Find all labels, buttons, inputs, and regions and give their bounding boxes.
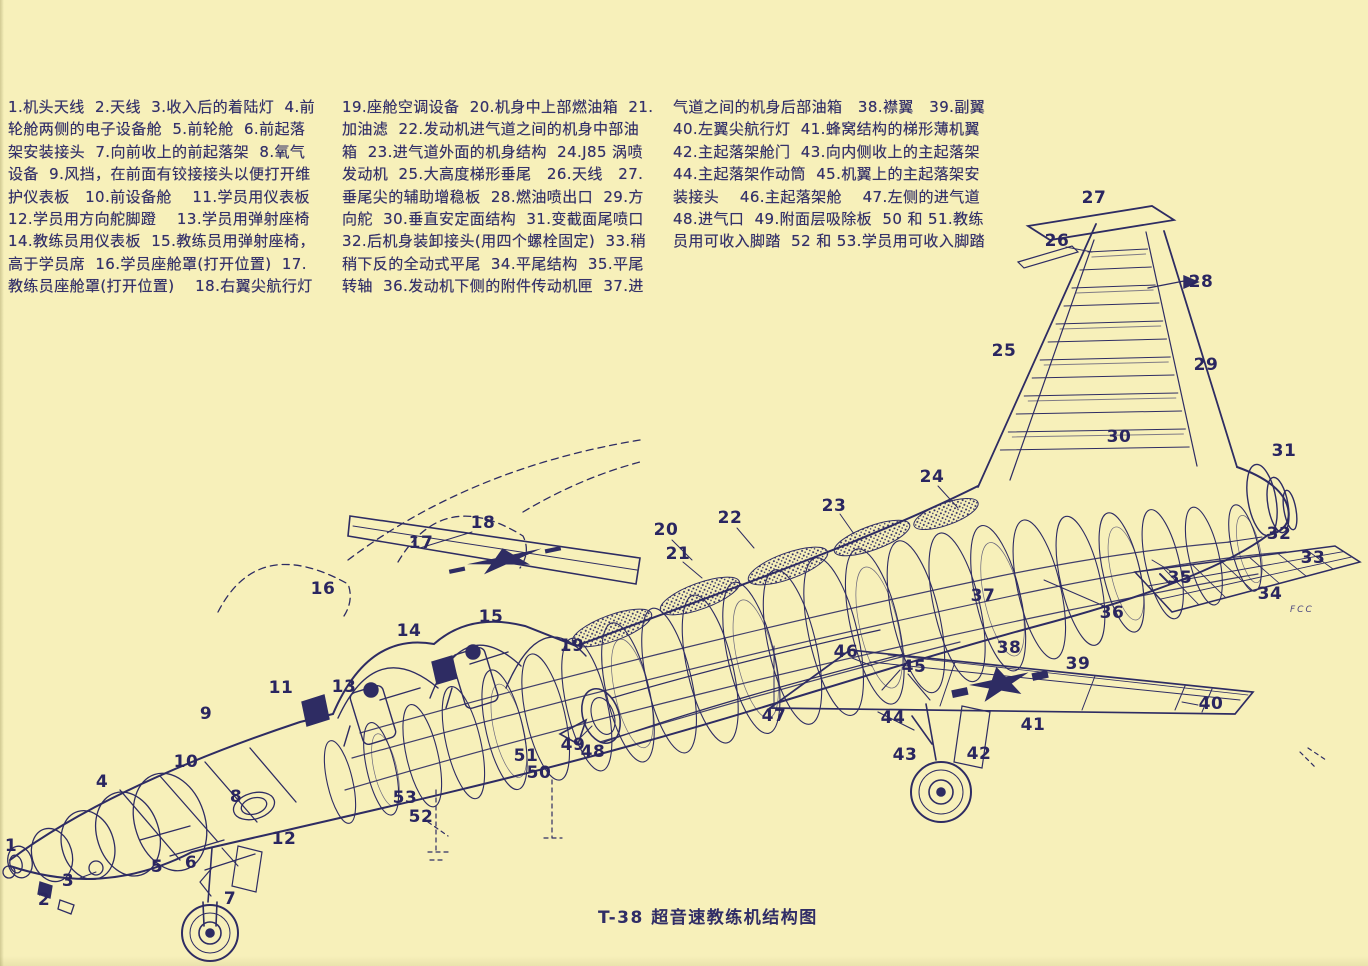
- rear-canopy-arch: [505, 636, 587, 689]
- nose-gear-door: [231, 845, 263, 893]
- boundary-layer-plate: [558, 718, 588, 746]
- main-gear-door: [953, 705, 991, 769]
- figure-caption: T-38 超音速教练机结构图: [598, 908, 818, 928]
- stab-pivot: [1159, 573, 1171, 585]
- gear-actuator: [877, 711, 915, 731]
- fin-rib-structure: [999, 248, 1190, 451]
- cockpit-section: [301, 636, 587, 747]
- parts-list-line: 向舵 30.垂直安定面结构 31.变截面尾喷口: [342, 209, 644, 228]
- parts-list-line: 垂尾尖的辅助增稳板 28.燃油喷出口 29.方: [342, 187, 644, 206]
- parts-list-line: 14.教练员用仪表板 15.教练员用弹射座椅，: [8, 232, 315, 251]
- flap-aileron-line: [869, 661, 1241, 701]
- stabilizer-rib-grid: [1147, 549, 1353, 606]
- left-wing: [767, 649, 1255, 715]
- landing-light: [88, 860, 104, 876]
- parts-list-line: 设备 9.风挡，在前面有铰接接头以便打开维: [8, 165, 311, 184]
- student-canopy-open: [217, 563, 351, 617]
- fin-tip-plate: [1025, 205, 1177, 241]
- parts-list-column-2: 19.座舱空调设备 20.机身中上部燃油箱 21. 加油滤 22.发动机进气道之间…: [342, 96, 676, 298]
- vertical-fin: [977, 205, 1238, 488]
- student-headrest: [363, 682, 379, 698]
- student-instrument-panel: [301, 694, 330, 727]
- fuel-tank-stipple: [571, 497, 979, 648]
- rudder-hinge: [1145, 231, 1198, 467]
- parts-list-line: 转轴 36.发动机下侧的附件传动机匣 37.进: [342, 277, 644, 296]
- nose-wheel-tire: [181, 904, 239, 962]
- parts-list-line: 箱 23.进气道外面的机身结构 24.J85 涡喷: [342, 142, 643, 161]
- parts-list-line: 32.后机身装卸接头(用四个螺栓固定) 33.稍: [342, 232, 646, 251]
- parts-list-line: 装接头 46.主起落架舱 47.左侧的进气道: [673, 187, 981, 206]
- main-wheel-hub: [928, 779, 954, 805]
- parts-list-line: 气道之间的机身后部油箱 38.襟翼 39.副翼: [673, 98, 986, 116]
- parts-list-line: 44.主起落架作动筒 45.机翼上的主起落架安: [673, 165, 980, 184]
- stabilizer-annotation: FCC: [1290, 605, 1314, 615]
- parts-list-line: 12.学员用方向舵脚蹬 13.学员用弹射座椅: [8, 209, 310, 228]
- intake-mouth: [581, 687, 621, 745]
- leader-lines: [79, 246, 1263, 879]
- parts-list-line: 发动机 25.大高度梯形垂尾 26.天线 27.: [342, 165, 644, 184]
- instructor-canopy-open: [397, 515, 527, 569]
- parts-list-line: 19.座舱空调设备 20.机身中上部燃油箱 21.: [342, 98, 654, 116]
- right-wing: [347, 515, 641, 585]
- left-wing-insignia: [951, 666, 1049, 702]
- instructor-instrument-panel: [431, 655, 458, 685]
- fuel-vent-arrow: [1147, 274, 1200, 290]
- parts-list-column-3: 气道之间的机身后部油箱 38.襟翼 39.副翼 40.左翼尖航行灯 41.蜂窝结构…: [673, 96, 1013, 253]
- parts-list-line: 架安装接头 7.向前收上的前起落架 8.氧气: [8, 142, 306, 161]
- horizontal-stabilizer: [1133, 545, 1362, 613]
- parts-list-line: 42.主起落架舱门 43.向内侧收上的主起落架: [673, 142, 980, 161]
- fuselage-longerons: [344, 541, 1287, 791]
- blade-antenna: [37, 881, 53, 899]
- right-wing-insignia: [448, 546, 562, 575]
- parts-list-line: 加油滤 22.发动机进气道之间的机身中部油: [342, 120, 640, 139]
- parts-list-column-1: 1.机头天线 2.天线 3.收入后的着陆灯 4.前轮舱两侧的电子设备舱 5.前轮…: [8, 96, 338, 298]
- main-gear: [877, 669, 991, 823]
- parts-list-line: 高于学员席 16.学员座舱罩(打开位置) 17.: [8, 254, 307, 273]
- parts-list-line: 轮舱两侧的电子设备舱 5.前轮舱 6.前起落: [8, 120, 306, 139]
- parts-list-line: 教练员座舱罩(打开位置) 18.右翼尖航行灯: [8, 277, 313, 296]
- left-intake: [558, 629, 905, 746]
- fuselage-outline: [9, 466, 1290, 880]
- parts-list-line: 48.进气口 49.附面层吸除板 50 和 51.教练: [673, 209, 984, 228]
- torque-link: [199, 867, 213, 897]
- nose-wheel-hub: [198, 921, 222, 945]
- instructor-headrest: [465, 644, 481, 660]
- parts-list-line: 1.机头天线 2.天线 3.收入后的着陆灯 4.前: [8, 98, 316, 116]
- nose-antenna-ring: [2, 865, 16, 879]
- main-wheel-tire: [910, 761, 972, 823]
- parts-list-line: 稍下反的全动式平尾 34.平尾结构 35.平尾: [342, 254, 644, 273]
- nose-gear: [181, 845, 263, 962]
- fin-antenna: [1016, 245, 1080, 269]
- tail-nozzles: [1246, 463, 1298, 537]
- foot-steps: [427, 747, 1327, 861]
- windscreen-arch: [337, 667, 439, 719]
- nose-section: [2, 747, 297, 915]
- parts-list-line: 40.左翼尖航行灯 41.蜂窝结构的梯形薄机翼: [673, 120, 980, 139]
- oxygen-bottle: [232, 791, 276, 821]
- parts-list-line: 员用可收入脚踏 52 和 53.学员用可收入脚踏: [673, 232, 986, 251]
- intake-duct: [603, 629, 905, 743]
- parts-list-line: 护仪表板 10.前设备舱 11.学员用仪表板: [8, 187, 310, 206]
- canopy-open-dashed: [217, 439, 641, 617]
